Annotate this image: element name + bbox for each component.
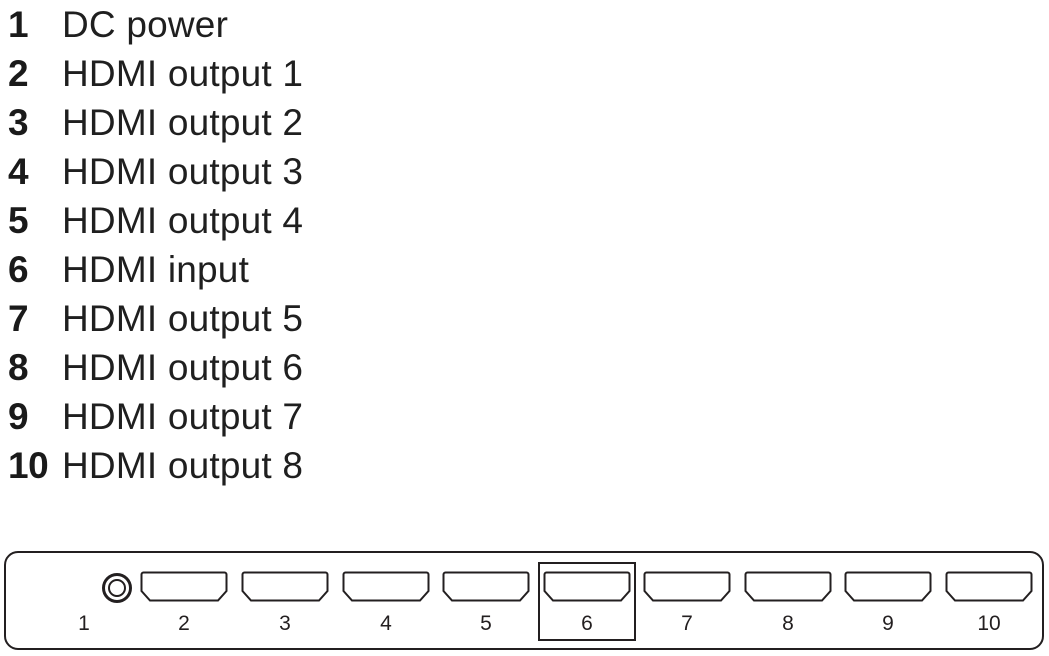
port-slot-3[interactable]: 3 <box>236 553 334 652</box>
legend-label: HDMI output 1 <box>62 53 304 94</box>
port-slot-8[interactable]: 8 <box>739 553 837 652</box>
legend-row: 9 HDMI output 7 <box>0 392 620 441</box>
legend-label: HDMI output 6 <box>62 347 304 388</box>
legend-label: DC power <box>62 4 229 45</box>
dc-jack-outer-ring <box>102 573 132 603</box>
legend-number: 3 <box>8 102 29 143</box>
legend-number: 6 <box>8 249 29 290</box>
port-number-label: 8 <box>782 612 794 635</box>
legend-row: 6 HDMI input <box>0 245 620 294</box>
legend-row: 3 HDMI output 2 <box>0 98 620 147</box>
legend-label: HDMI output 3 <box>62 151 304 192</box>
hdmi-port-icon <box>543 571 631 602</box>
legend-number: 4 <box>8 151 29 192</box>
legend-number: 7 <box>8 298 29 339</box>
legend-number: 9 <box>8 396 29 437</box>
port-number-label: 5 <box>480 612 492 635</box>
hdmi-port-icon <box>442 571 530 602</box>
port-slot-10[interactable]: 10 <box>940 553 1038 652</box>
legend-label: HDMI output 4 <box>62 200 304 241</box>
port-slot-2[interactable]: 2 <box>135 553 233 652</box>
port-slot-7[interactable]: 7 <box>638 553 736 652</box>
port-number-label: 7 <box>681 612 693 635</box>
legend-number: 8 <box>8 347 29 388</box>
legend-row: 5 HDMI output 4 <box>0 196 620 245</box>
legend-label: HDMI output 8 <box>62 445 304 486</box>
hdmi-port-icon <box>844 571 932 602</box>
port-number-label: 10 <box>977 612 1001 635</box>
legend-number: 2 <box>8 53 29 94</box>
legend-label: HDMI output 7 <box>62 396 304 437</box>
port-number-label: 3 <box>279 612 291 635</box>
legend-row: 4 HDMI output 3 <box>0 147 620 196</box>
legend-row: 2 HDMI output 1 <box>0 49 620 98</box>
port-number-label: 1 <box>78 612 90 635</box>
port-number-label: 4 <box>380 612 392 635</box>
legend-number: 5 <box>8 200 29 241</box>
dc-jack-inner-ring <box>108 579 126 597</box>
legend-row: 7 HDMI output 5 <box>0 294 620 343</box>
legend-number: 10 <box>8 445 49 486</box>
legend-row: 1 DC power <box>0 0 620 49</box>
port-slot-6[interactable]: 6 <box>538 553 636 652</box>
port-number-label: 6 <box>581 612 593 635</box>
hdmi-port-icon <box>744 571 832 602</box>
legend-number: 1 <box>8 4 29 45</box>
port-slot-9[interactable]: 9 <box>839 553 937 652</box>
port-number-label: 2 <box>178 612 190 635</box>
hdmi-port-icon <box>945 571 1033 602</box>
hdmi-port-icon <box>643 571 731 602</box>
hdmi-port-icon <box>241 571 329 602</box>
port-number-label: 9 <box>882 612 894 635</box>
dc-power-jack-icon <box>102 573 132 603</box>
legend-label: HDMI input <box>62 249 250 290</box>
legend-row: 8 HDMI output 6 <box>0 343 620 392</box>
port-slot-5[interactable]: 5 <box>437 553 535 652</box>
device-rear-panel: 1 2 3 4 5 6 7 8 9 10 <box>4 551 1044 650</box>
legend-row: 10 HDMI output 8 <box>0 441 620 490</box>
legend-label: HDMI output 5 <box>62 298 304 339</box>
hdmi-port-icon <box>140 571 228 602</box>
hdmi-port-icon <box>342 571 430 602</box>
port-slot-1[interactable]: 1 <box>35 553 133 652</box>
legend-label: HDMI output 2 <box>62 102 304 143</box>
port-slot-4[interactable]: 4 <box>337 553 435 652</box>
